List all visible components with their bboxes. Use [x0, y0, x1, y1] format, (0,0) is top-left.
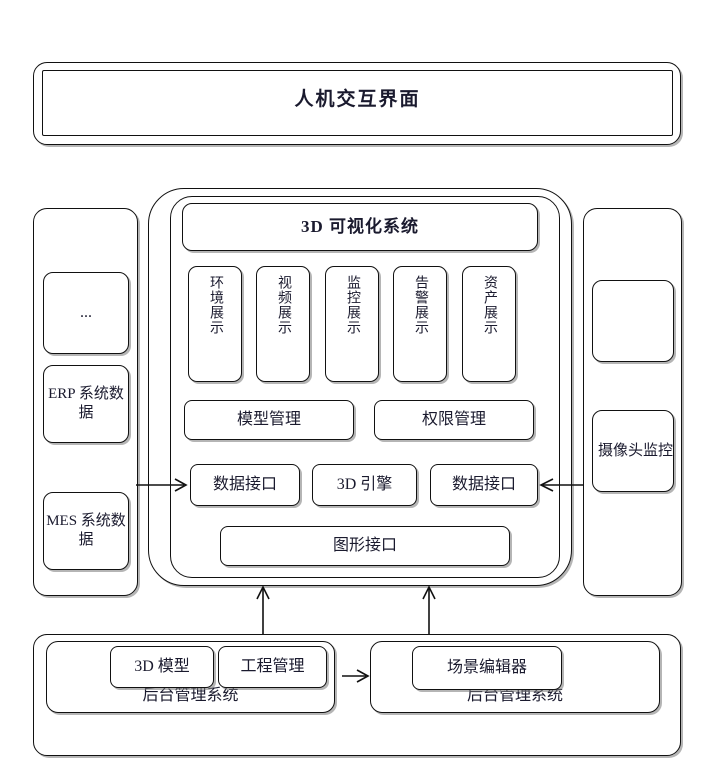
center-panel-inner-frame [170, 196, 560, 578]
module-permission-management[interactable]: 权限管理 [374, 400, 534, 440]
arrow-bottom-left-up-flow [256, 585, 270, 634]
right-item-camera-monitor-label: 摄像头监控 [598, 442, 674, 459]
module-scene-editor-label: 场景编辑器 [446, 659, 527, 676]
arrow-bottom-right-up-flow [422, 585, 436, 634]
module-environment-display-label: 环境展示 [208, 275, 223, 335]
module-data-interface-right-label: 数据接口 [451, 476, 516, 493]
module-3d-engine-label: 3D 引擎 [336, 476, 393, 493]
module-model-management[interactable]: 模型管理 [184, 400, 354, 440]
module-model-management-label: 模型管理 [236, 411, 301, 428]
backend-left-panel-label: 后台管理系统 [142, 687, 239, 704]
module-video-display-label: 视频展示 [276, 275, 291, 335]
module-3d-model-label: 3D 模型 [134, 658, 190, 675]
module-project-management[interactable]: 工程管理 [218, 646, 327, 688]
right-item-blank[interactable] [592, 280, 674, 362]
module-3d-model[interactable]: 3D 模型 [110, 646, 214, 688]
module-surveillance-display[interactable]: 监控展示 [325, 266, 379, 382]
module-alarm-display[interactable]: 告警展示 [393, 266, 447, 382]
module-3d-engine[interactable]: 3D 引擎 [312, 464, 417, 506]
left-item-ellipsis[interactable]: ... [43, 272, 129, 354]
hmi-banner-label: 人机交互界面 [294, 89, 421, 110]
left-item-mes-data[interactable]: MES 系统数据 [43, 492, 129, 570]
left-item-ellipsis-label: ... [80, 304, 92, 321]
module-data-interface-left-label: 数据接口 [212, 476, 277, 493]
module-project-management-label: 工程管理 [240, 658, 305, 675]
module-surveillance-display-label: 监控展示 [345, 275, 360, 335]
arrow-right-camera-flow [539, 478, 584, 492]
module-video-display[interactable]: 视频展示 [256, 266, 310, 382]
module-alarm-display-label: 告警展示 [413, 275, 428, 335]
module-graphics-interface[interactable]: 图形接口 [220, 526, 510, 566]
viz-system-header-label: 3D 可视化系统 [300, 217, 420, 237]
left-item-mes-data-label: MES 系统数据 [46, 513, 126, 548]
hmi-banner[interactable]: 人机交互界面 [42, 70, 673, 136]
arrow-left-data-flow [136, 478, 188, 492]
right-item-camera-monitor[interactable]: 摄像头监控 [592, 410, 674, 492]
module-data-interface-left[interactable]: 数据接口 [190, 464, 300, 506]
module-asset-display[interactable]: 资产展示 [462, 266, 516, 382]
left-item-erp-data-label: ERP 系统数据 [48, 386, 124, 421]
left-item-erp-data[interactable]: ERP 系统数据 [43, 365, 129, 443]
module-graphics-interface-label: 图形接口 [332, 537, 397, 554]
arrow-backend-to-scene-flow [342, 669, 370, 683]
module-scene-editor[interactable]: 场景编辑器 [412, 646, 562, 690]
module-permission-management-label: 权限管理 [421, 411, 486, 428]
module-asset-display-label: 资产展示 [482, 275, 497, 335]
module-data-interface-right[interactable]: 数据接口 [430, 464, 538, 506]
backend-right-panel-label: 后台管理系统 [466, 687, 563, 704]
right-sources-frame [583, 208, 682, 596]
module-environment-display[interactable]: 环境展示 [188, 266, 242, 382]
viz-system-header[interactable]: 3D 可视化系统 [182, 203, 538, 251]
